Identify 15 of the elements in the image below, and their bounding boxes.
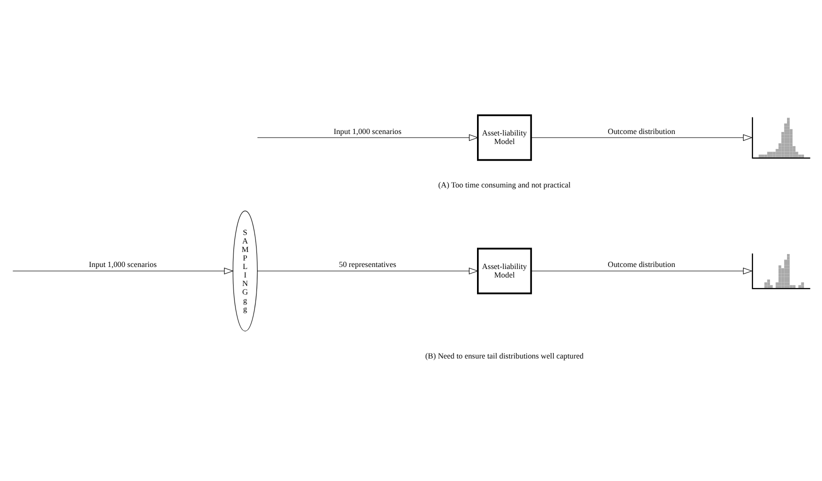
node-ellipse: S A M P L I N G g g — [232, 210, 258, 331]
label: (A) Too time consuming and not practical — [438, 180, 570, 190]
edge-label: 50 representatives — [338, 260, 396, 269]
label: (B) Need to ensure tail distributions well captured — [424, 351, 584, 360]
edge-label: Outcome distribution — [607, 126, 675, 136]
arrow — [256, 267, 478, 274]
edge-label: Input 1,000 scenarios — [88, 260, 156, 269]
arrow — [12, 267, 234, 274]
arrow — [530, 267, 752, 274]
arrow — [256, 134, 478, 140]
arrow — [530, 134, 752, 140]
edge-label: Input 1,000 scenarios — [333, 126, 401, 136]
edge-label: Outcome distribution — [607, 260, 675, 269]
node-box: Asset-liability Model — [476, 114, 532, 160]
node-box: Asset-liability Model — [476, 247, 532, 294]
